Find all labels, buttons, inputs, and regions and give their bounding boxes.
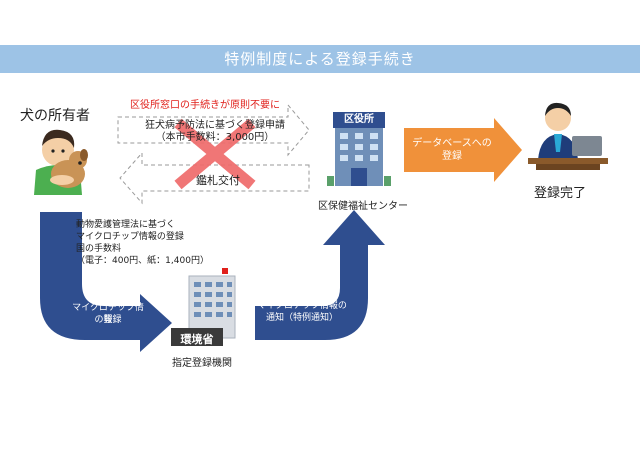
owner-label: 犬の所有者 <box>20 108 90 124</box>
registration-complete-label: 登録完了 <box>534 186 587 201</box>
microchip-law-note-line4: （電子：400円、紙：1,400円） <box>76 256 209 266</box>
designated-agency-label: 指定登録機関 <box>172 358 232 369</box>
registration-application-line2: （本市手数料：3,000円） <box>155 132 275 143</box>
ministry-sign: 環境省 <box>180 333 214 346</box>
database-arrow-line2: 登録 <box>442 151 462 162</box>
microchip-law-note-line3: 国の手数料 <box>76 244 122 254</box>
database-arrow <box>404 118 522 182</box>
ward-office-building-icon <box>327 112 391 186</box>
owner-with-dog-illustration <box>34 129 88 195</box>
tag-issuance-label: 鑑札交付 <box>196 174 240 187</box>
ward-office-sign: 区役所 <box>344 114 374 125</box>
database-arrow-line1: データベースへの <box>412 138 492 149</box>
left-flow-arrow <box>40 212 172 352</box>
microchip-law-note-line1: 動物愛護管理法に基づく <box>76 220 176 230</box>
right-arrow-label-line1: マイクロチップ情報の <box>257 301 347 311</box>
microchip-law-note-line2: マイクロチップ情報の登録 <box>76 232 184 242</box>
left-arrow-label-line2: の登録 <box>94 315 122 325</box>
health-center-label: 区保健福祉センター <box>318 201 408 212</box>
left-arrow-label-line1: マイクロチップ情報 <box>72 303 144 325</box>
cross-mark <box>174 118 256 190</box>
right-flow-arrow <box>255 210 385 340</box>
tag-issuance-arrow <box>119 151 310 205</box>
title-banner: 特例制度による登録手続き <box>0 45 640 73</box>
application-arrow <box>117 103 310 157</box>
ward-counter-note: 区役所窓口の手続きが原則不要に <box>130 100 280 111</box>
right-arrow-label-line2: 通知（特例通知） <box>265 313 338 323</box>
ministry-building-icon <box>171 268 236 346</box>
registration-application-line1: 狂犬病予防法に基づく登録申請 <box>145 120 285 131</box>
office-worker-illustration <box>528 102 608 170</box>
